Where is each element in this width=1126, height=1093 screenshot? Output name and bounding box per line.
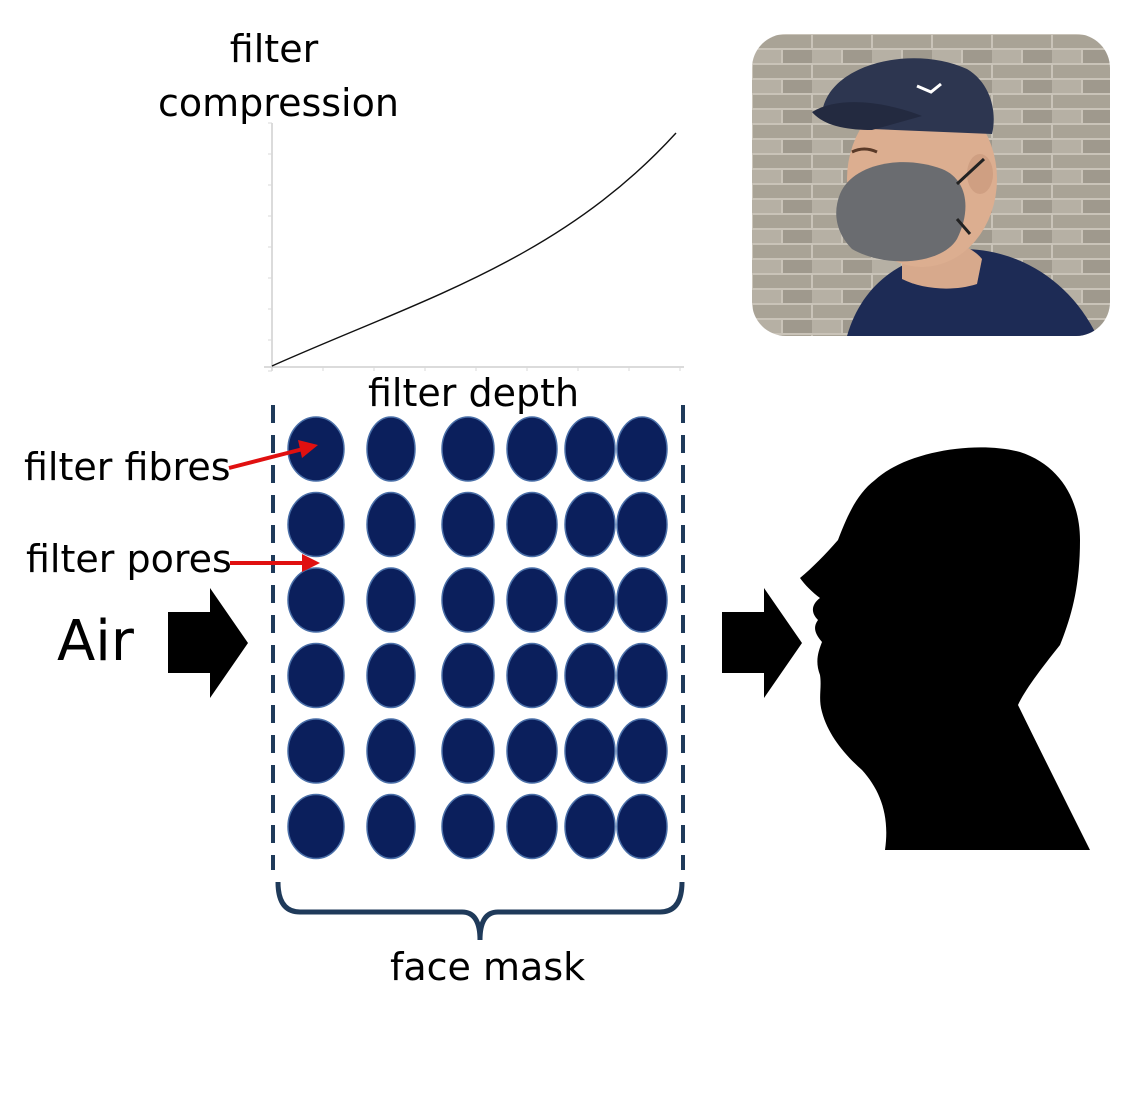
filter-fibre <box>564 793 616 860</box>
air-outflow-arrow <box>722 588 802 698</box>
filter-fibre <box>616 718 668 784</box>
filter-fibre <box>366 642 416 709</box>
filter-fibre <box>506 642 558 709</box>
filter-fibre <box>366 718 416 784</box>
filter-fibre <box>564 718 616 784</box>
filter-fibre <box>506 491 558 558</box>
chart-y-label-line1: filter <box>229 27 319 71</box>
filter-fibre <box>287 567 345 633</box>
face-mask-brace <box>275 881 685 941</box>
filter-fibre <box>287 793 345 860</box>
filter-fibre <box>441 793 495 860</box>
filter-fibre <box>616 793 668 860</box>
filter-fibre <box>441 416 495 482</box>
filter-fibre <box>366 567 416 633</box>
filter-fibre <box>441 491 495 558</box>
man-wearing-face-mask-photo <box>752 34 1110 336</box>
filter-fibre <box>366 416 416 482</box>
air-inflow-arrow <box>168 588 248 698</box>
chart-x-label: filter depth <box>368 371 580 415</box>
filter-fibre <box>441 567 495 633</box>
filter-fibre <box>506 793 558 860</box>
filter-fibres-label: filter fibres <box>24 445 231 489</box>
compression-curve <box>271 132 677 367</box>
filter-fibre <box>564 491 616 558</box>
head-silhouette-icon <box>800 447 1090 850</box>
filter-fibre <box>564 642 616 709</box>
filter-fibre <box>366 793 416 860</box>
filter-fibre <box>366 491 416 558</box>
filter-pores-label: filter pores <box>26 537 232 581</box>
filter-fibre <box>441 718 495 784</box>
filter-fibre <box>441 642 495 709</box>
filter-fibre <box>616 491 668 558</box>
filter-fibre <box>564 416 616 482</box>
filter-fibre <box>506 718 558 784</box>
filter-fibre <box>616 642 668 709</box>
face-mask-shape <box>836 162 966 262</box>
chart-ticks <box>268 122 681 372</box>
chart-y-label-line2: compression <box>158 81 399 125</box>
filter-fibre <box>287 642 345 709</box>
face-mask-label: face mask <box>390 945 586 989</box>
air-label: Air <box>57 609 134 674</box>
filter-fibre <box>287 416 345 482</box>
filter-fibre <box>287 491 345 558</box>
filter-fibre <box>616 416 668 482</box>
fibre-pointer-arrow <box>228 440 318 470</box>
filter-fibre <box>564 567 616 633</box>
filter-fibre-grid <box>287 416 668 860</box>
chart-y-label: filter compression <box>158 22 399 130</box>
filter-fibre <box>616 567 668 633</box>
filter-fibre <box>287 718 345 784</box>
compression-chart <box>264 122 684 372</box>
filter-fibre <box>506 567 558 633</box>
filter-fibre <box>506 416 558 482</box>
pore-pointer-arrow <box>230 554 320 572</box>
